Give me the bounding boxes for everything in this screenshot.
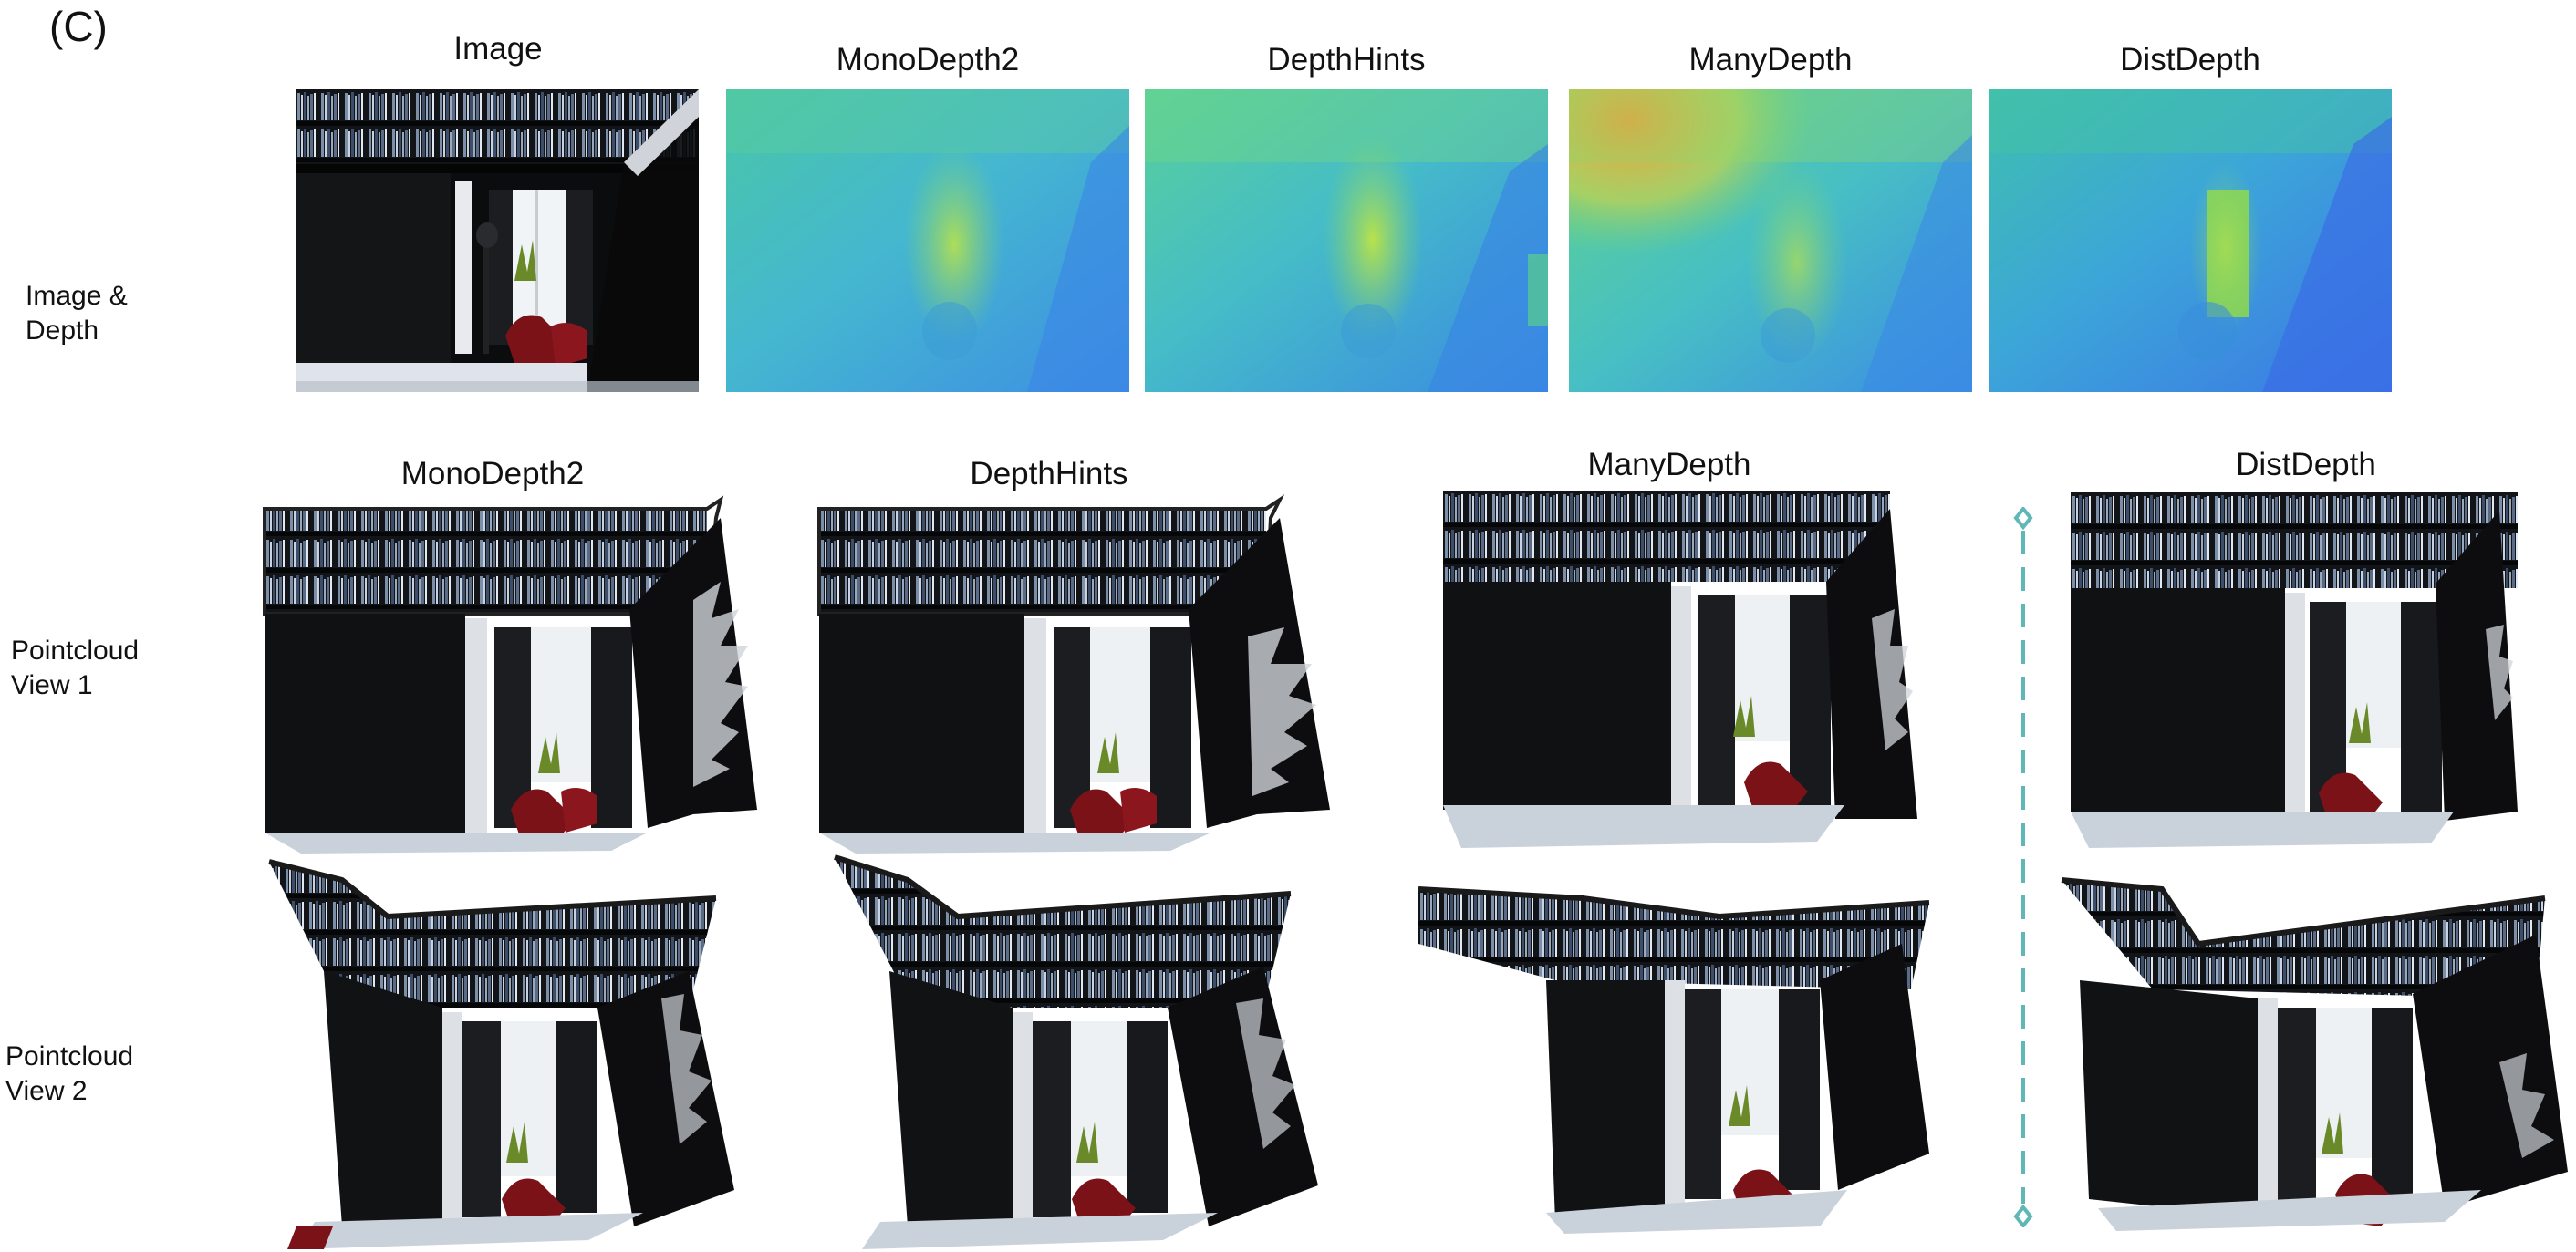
row-label-view2: Pointcloud View 2 <box>5 1041 134 1106</box>
pointcloud-view1-depthhints <box>817 494 1330 855</box>
col-title-pc-manydepth: ManyDepth <box>1587 447 1751 482</box>
row-label-image-depth: Image & Depth <box>26 281 128 346</box>
pointcloud-view2-distdepth <box>2061 877 2572 1231</box>
depth-map-depthhints <box>1145 89 1548 392</box>
depth-map-distdepth <box>1989 89 2392 392</box>
pointcloud-view1-distdepth <box>2071 492 2518 857</box>
col-title-pc-distdepth: DistDepth <box>2236 447 2376 482</box>
col-title-depthhints: DepthHints <box>1267 42 1426 78</box>
method-separator <box>2010 505 2037 1229</box>
col-title-manydepth: ManyDepth <box>1688 42 1853 78</box>
col-title-monodepth2: MonoDepth2 <box>836 42 1020 78</box>
depth-map-monodepth2 <box>726 89 1129 392</box>
col-title-pc-monodepth2: MonoDepth2 <box>400 456 585 491</box>
pointcloud-view1-monodepth2 <box>263 495 757 855</box>
col-title-image: Image <box>453 31 543 67</box>
pointcloud-view2-manydepth <box>1418 886 1948 1236</box>
pointcloud-view2-depthhints <box>826 854 1336 1249</box>
col-title-distdepth: DistDepth <box>2120 42 2260 78</box>
row-label-view1: Pointcloud View 1 <box>11 636 140 700</box>
col-title-pc-depthhints: DepthHints <box>970 456 1128 491</box>
pointcloud-view2-monodepth2 <box>260 859 734 1249</box>
rgb-image <box>296 89 699 392</box>
depth-map-manydepth <box>1569 89 1972 392</box>
pointcloud-view1-manydepth <box>1443 491 1927 855</box>
panel-label: (C) <box>49 3 108 50</box>
